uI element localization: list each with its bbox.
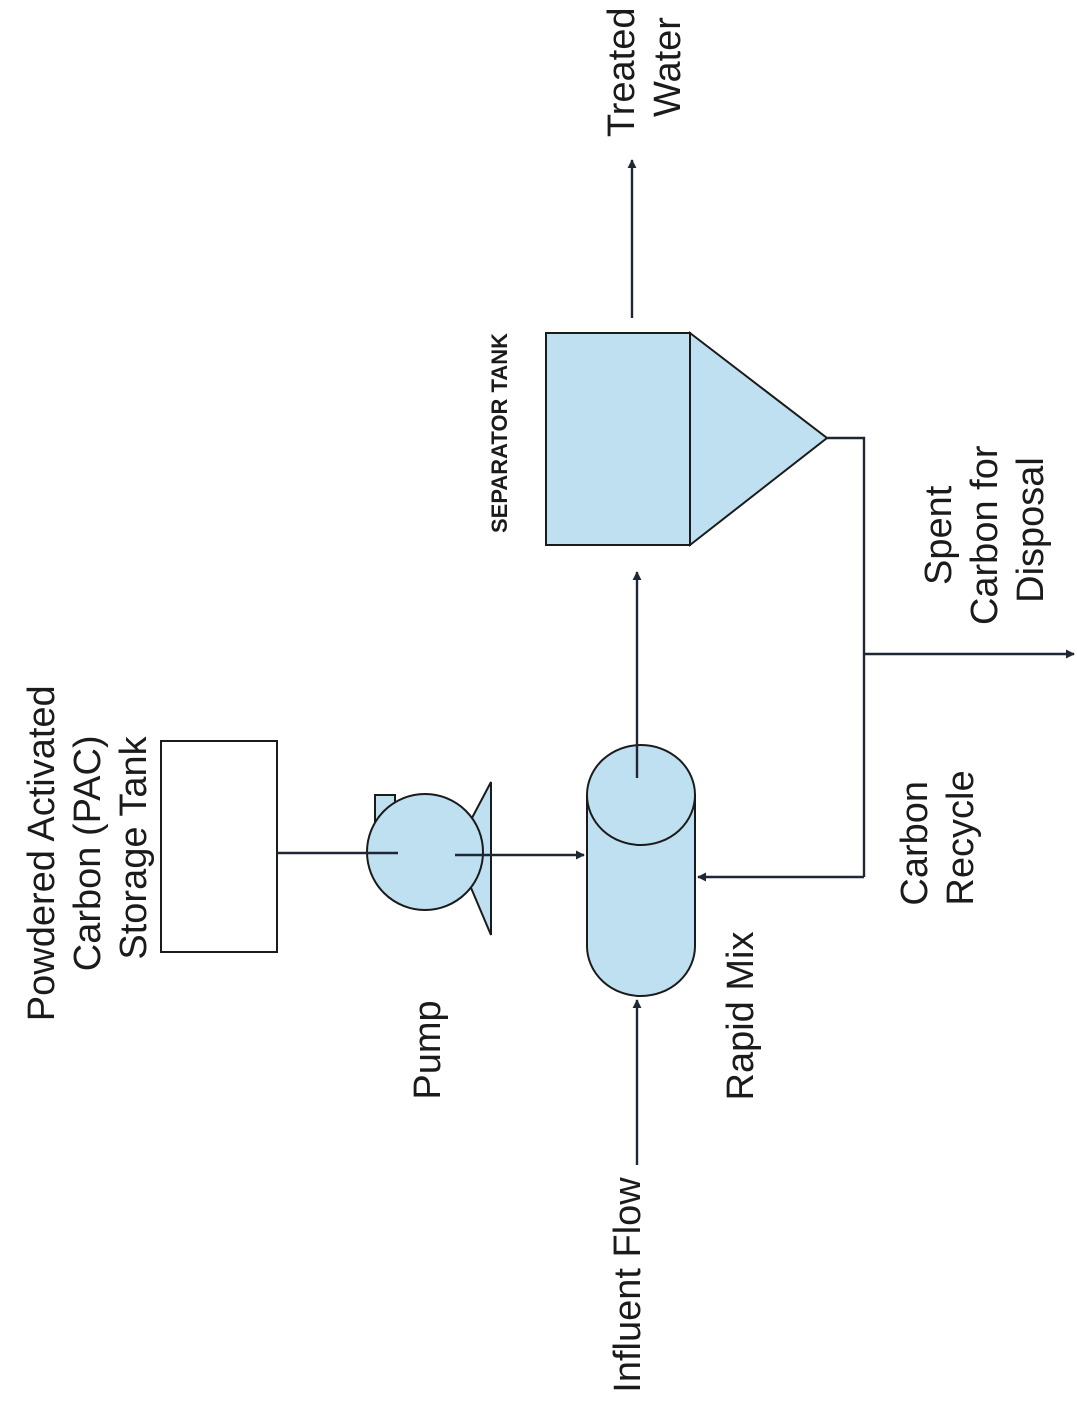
spent-carbon-label: Spent Carbon for Disposal: [918, 435, 1052, 625]
pump-label: Pump: [407, 1000, 449, 1099]
pump-icon: [366, 781, 492, 936]
carbon-recycle-label: Carbon Recycle: [894, 770, 982, 905]
rapid-mix-label: Rapid Mix: [720, 932, 762, 1101]
treated-water-label: Treated Water: [601, 0, 689, 137]
influent-flow-label: Influent Flow: [607, 1177, 649, 1393]
pac-storage-tank: [160, 740, 278, 953]
separator-tank: [545, 330, 829, 548]
line-separator-underflow: [827, 436, 866, 877]
pac-tank-label: Powdered Activated Carbon (PAC) Storage …: [21, 675, 155, 1021]
separator-tank-label: SEPARATOR TANK: [487, 333, 512, 533]
rapid-mix-tank: [586, 744, 696, 997]
